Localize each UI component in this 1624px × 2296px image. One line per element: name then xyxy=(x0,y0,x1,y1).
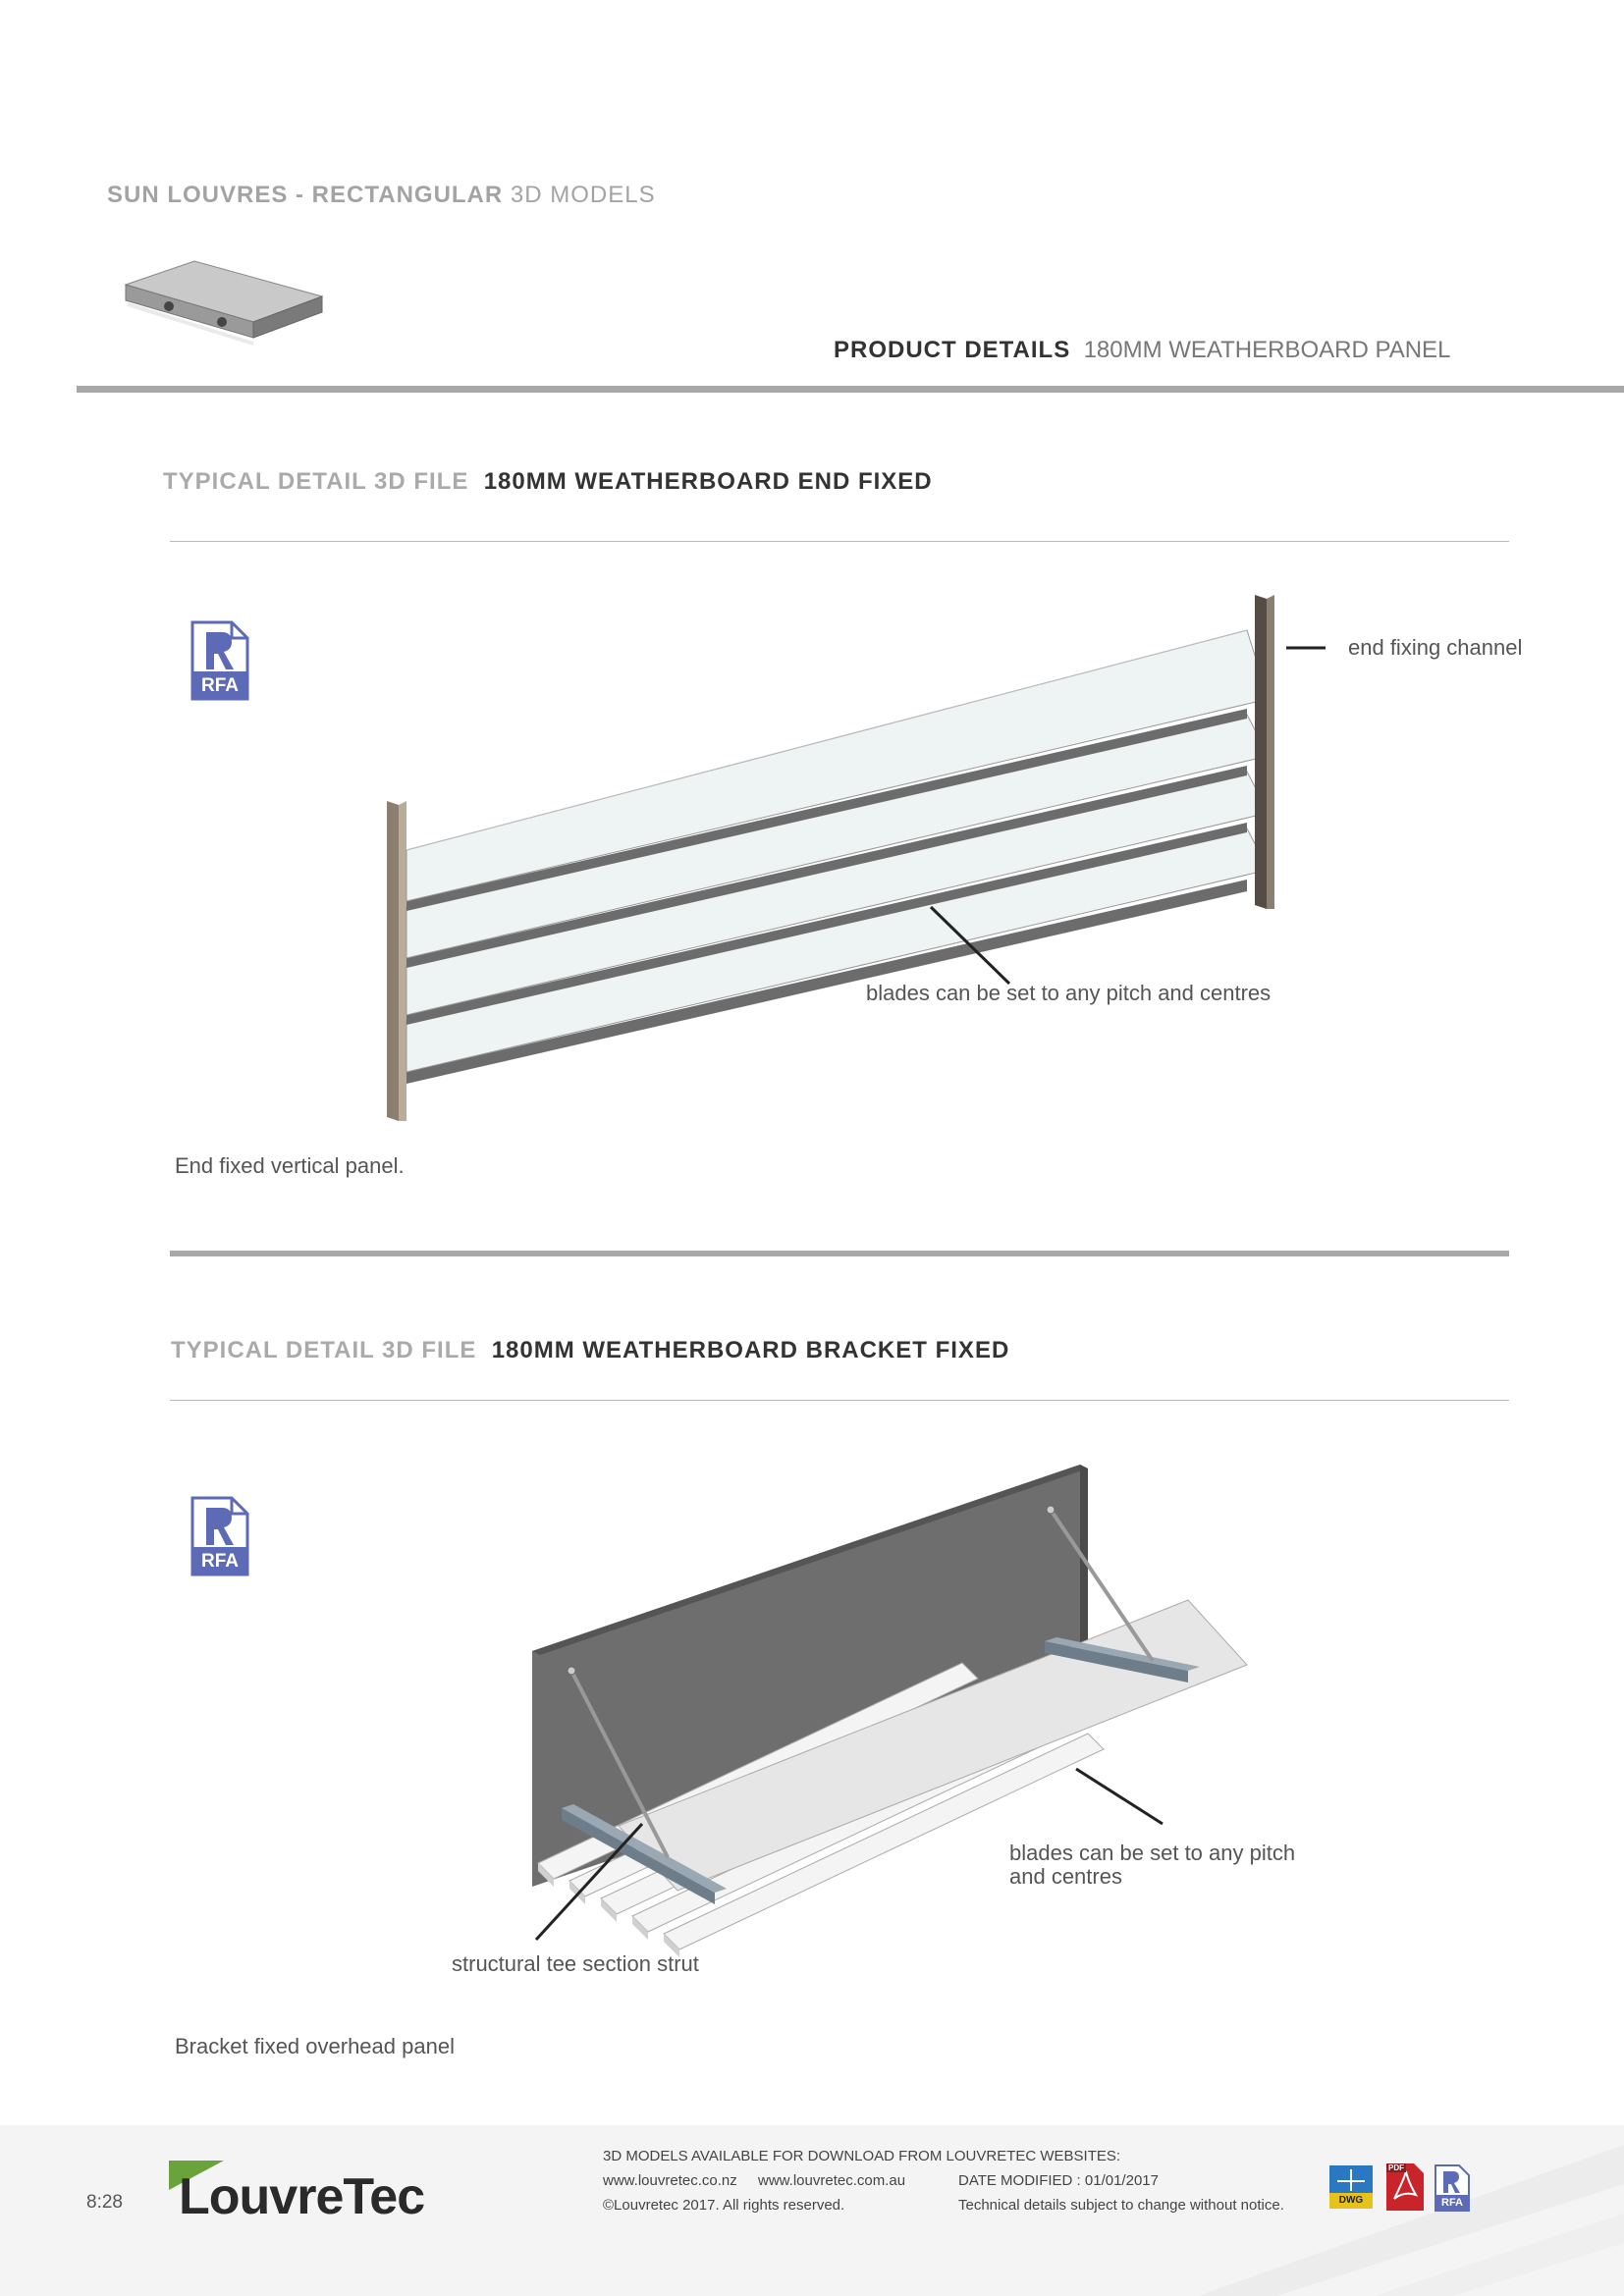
rfa-badge-label: RFA xyxy=(201,1551,239,1572)
callout-blades-pitch-1: blades can be set to any pitch and centr… xyxy=(866,981,1272,1005)
pdf-badge-label: PDF xyxy=(1386,2163,1406,2172)
callout-structural-tee-strut: structural tee section strut xyxy=(452,1951,699,1976)
callout-end-fixing-channel: end fixing channel xyxy=(1348,635,1523,660)
dwg-badge-label: DWG xyxy=(1338,2195,1364,2206)
page-header-title: SUN LOUVRES - RECTANGULAR 3D MODELS xyxy=(107,182,656,209)
end-fixed-panel-drawing xyxy=(387,595,1326,1121)
bracket-fixed-panel-drawing xyxy=(532,1465,1248,1957)
section-1-heading: 180MM WEATHERBOARD END FIXED xyxy=(483,468,933,495)
callout-blades-pitch-line2: and centres xyxy=(1009,1864,1122,1889)
section-1-title: TYPICAL DETAIL 3D FILE 180MM WEATHERBOAR… xyxy=(163,468,933,496)
date-modified: DATE MODIFIED : 01/01/2017 xyxy=(958,2172,1159,2189)
section-1-divider xyxy=(170,541,1509,542)
rfa-footer-badge-label: RFA xyxy=(1441,2197,1463,2209)
section-2-heading: 180MM WEATHERBOARD BRACKET FIXED xyxy=(491,1337,1010,1363)
website-nz-link[interactable]: www.louvretec.co.nz xyxy=(603,2172,737,2189)
product-details-label: PRODUCT DETAILS xyxy=(834,337,1071,363)
section-2-prefix: TYPICAL DETAIL 3D FILE xyxy=(171,1337,477,1363)
page-number: 8:28 xyxy=(86,2192,123,2213)
dwg-download-icon[interactable]: DWG xyxy=(1327,2163,1375,2211)
section-2-title: TYPICAL DETAIL 3D FILE 180MM WEATHERBOAR… xyxy=(171,1337,1009,1364)
download-line: 3D MODELS AVAILABLE FOR DOWNLOAD FROM LO… xyxy=(603,2148,1121,2164)
copyright: ©Louvretec 2017. All rights reserved. xyxy=(603,2197,845,2214)
pdf-download-icon[interactable]: PDF xyxy=(1384,2162,1426,2213)
product-details: PRODUCT DETAILS 180MM WEATHERBOARD PANEL xyxy=(834,337,1450,364)
website-au-link[interactable]: www.louvretec.com.au xyxy=(758,2172,906,2189)
rfa-file-icon[interactable]: RFA xyxy=(189,1494,251,1578)
louvretec-logo[interactable]: LouvreTec xyxy=(179,2168,425,2225)
section-2-caption: Bracket fixed overhead panel xyxy=(175,2034,455,2058)
rfa-file-icon[interactable]: RFA xyxy=(189,618,251,703)
section-1-prefix: TYPICAL DETAIL 3D FILE xyxy=(163,468,469,495)
header-title-bold: SUN LOUVRES - RECTANGULAR xyxy=(107,182,504,208)
section-2-divider xyxy=(170,1400,1509,1401)
section-divider-thick xyxy=(170,1251,1509,1256)
disclaimer: Technical details subject to change with… xyxy=(958,2197,1284,2214)
rfa-download-icon[interactable]: RFA xyxy=(1434,2163,1471,2213)
section-1-caption: End fixed vertical panel. xyxy=(175,1153,405,1178)
product-thumbnail xyxy=(124,260,324,346)
rfa-badge-label: RFA xyxy=(201,675,239,696)
louvretec-logo-mark xyxy=(169,2161,224,2190)
header-divider xyxy=(77,386,1624,393)
header-title-rest: 3D MODELS xyxy=(503,182,656,208)
callout-blades-pitch-2: blades can be set to any pitch and centr… xyxy=(1009,1842,1295,1889)
product-details-value: 180MM WEATHERBOARD PANEL xyxy=(1083,337,1451,363)
page-footer xyxy=(0,2125,1624,2296)
callout-blades-pitch-line1: blades can be set to any pitch xyxy=(1009,1841,1296,1865)
